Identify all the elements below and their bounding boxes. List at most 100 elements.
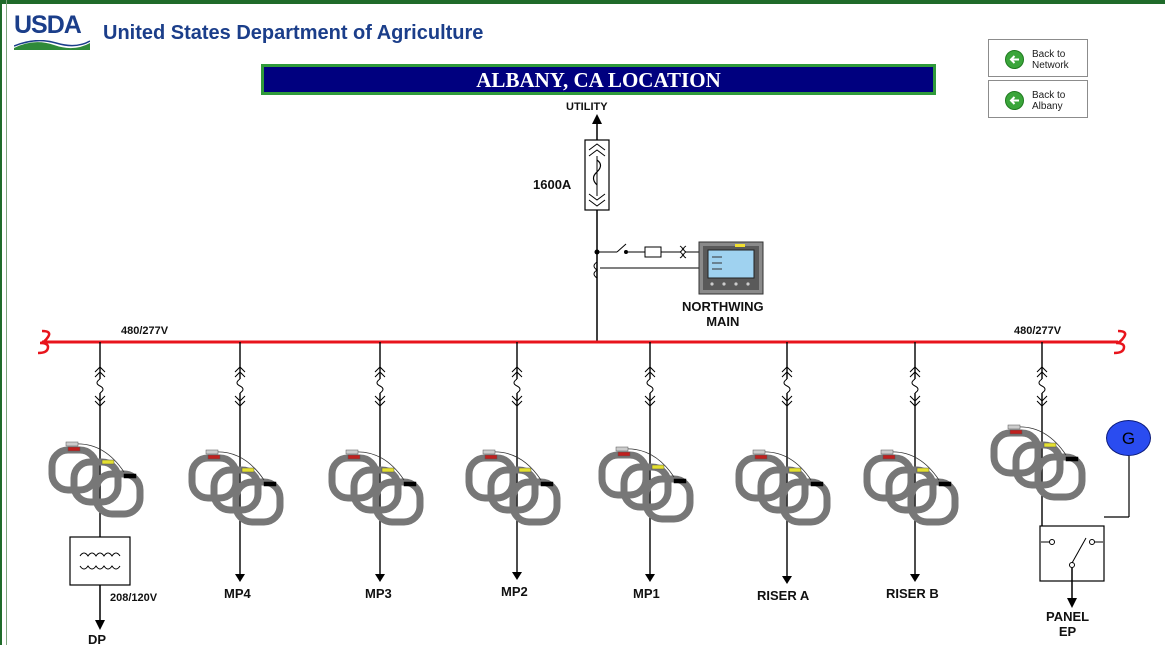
current-transformer-icon [863,449,959,526]
breaker-trip-icon [236,378,244,394]
breaker-chevron [909,371,921,378]
left-frame-inner-border [6,0,7,645]
breaker-chevron [644,371,656,378]
left-frame-border [0,0,2,645]
main-breaker [584,139,610,211]
branch-label-dp: DP [88,632,107,647]
breaker-chevron [234,400,246,407]
branch-label-mp3: MP3 [365,586,392,601]
meter-label: NORTHWING MAIN [682,299,764,329]
breaker-chevron [909,366,921,373]
breaker-chevron [909,395,921,402]
breaker-rating-label: 1600A [533,177,572,192]
breaker-chevron [909,400,921,407]
back-to-network-line1: Back to [1032,49,1066,60]
breaker-chevron [781,366,793,373]
back-to-network-label: Back to Network [1032,49,1087,71]
feeder-arrow [375,574,385,582]
back-to-albany-line1: Back to [1032,90,1066,101]
breaker-trip-icon [911,378,919,394]
page-title: ALBANY, CA LOCATION [261,64,936,95]
breaker-chevron [234,395,246,402]
breaker-chevron [374,395,386,402]
breaker-chevron [1036,400,1048,407]
transformer-secondary-label: 208/120V [110,592,158,604]
branch-label-mp2: MP2 [501,584,528,599]
current-transformer-icon [598,446,694,523]
breaker-chevron [781,395,793,402]
feeder-arrow [782,576,792,584]
back-arrow-icon [1005,50,1024,69]
breaker-trip-icon [513,378,521,394]
usda-logo-swoosh [14,40,90,50]
branch-label-mp4: MP4 [224,586,251,601]
breaker-chevron [374,371,386,378]
usda-logo: USDA [14,11,92,50]
breaker-chevron [374,400,386,407]
breaker-chevron [234,371,246,378]
top-frame-border [0,0,1165,4]
usda-logo-text: USDA [14,11,82,39]
breaker-chevron [374,366,386,373]
breaker-chevron [94,400,106,407]
back-to-albany-button[interactable]: Back to Albany [988,80,1088,118]
breaker-trip-icon [783,378,791,394]
breaker-chevron [94,366,106,373]
breaker-trip-icon [646,378,654,394]
breaker-chevron [644,395,656,402]
meter-label-line1: NORTHWING [682,299,764,314]
breaker-chevron [511,371,523,378]
breaker-chevron [511,395,523,402]
feeder-arrow [645,574,655,582]
branch-label-mp1: MP1 [633,586,660,601]
utility-feed [592,114,602,140]
transfer-switch [1039,456,1130,608]
back-to-albany-line2: Albany [1032,101,1063,112]
utility-label: UTILITY [566,101,608,113]
branch-label-panel-ep: PANEL EP [1046,609,1089,639]
current-transformer-icon [188,449,284,526]
breaker-chevron [94,395,106,402]
breaker-chevron [234,366,246,373]
current-transformer-icon [990,424,1086,501]
breaker-chevron [781,400,793,407]
breaker-trip-icon [96,378,104,394]
panel-ep-line2: EP [1058,624,1077,639]
branch-feeders [48,342,1086,584]
generator-icon[interactable]: G [1106,420,1151,456]
back-to-network-button[interactable]: Back to Network [988,39,1088,77]
back-to-network-line2: Network [1032,60,1069,71]
agency-name: United States Department of Agriculture [103,22,484,44]
metering-tap [593,243,699,279]
breaker-trip-icon [376,378,384,394]
bus-break-left [37,329,51,355]
bus-voltage-left: 480/277V [121,325,169,337]
breaker-chevron [511,400,523,407]
breaker-chevron [1036,395,1048,402]
back-arrow-icon [1005,91,1024,110]
power-meter-northwing-main [698,241,764,295]
breaker-chevron [511,366,523,373]
dp-transformer [69,536,131,630]
breaker-trip-icon [1038,378,1046,394]
current-transformer-icon [465,449,561,526]
feeder-arrow [512,572,522,580]
breaker-chevron [1036,366,1048,373]
current-transformer-icon [328,449,424,526]
breaker-chevron [1036,371,1048,378]
current-transformer-icon [735,449,831,526]
breaker-chevron [781,371,793,378]
bus-voltage-right: 480/277V [1014,325,1062,337]
feeder-arrow [235,574,245,582]
branch-label-riser-a: RISER A [757,588,810,603]
panel-ep-line1: PANEL [1046,609,1090,624]
breaker-chevron [644,400,656,407]
branch-label-riser-b: RISER B [886,586,939,601]
feeder-arrow [910,574,920,582]
meter-label-line2: MAIN [706,314,740,329]
breaker-chevron [94,371,106,378]
back-to-albany-label: Back to Albany [1032,90,1087,112]
current-transformer-icon [48,441,144,518]
bus-break-right [1113,329,1127,355]
